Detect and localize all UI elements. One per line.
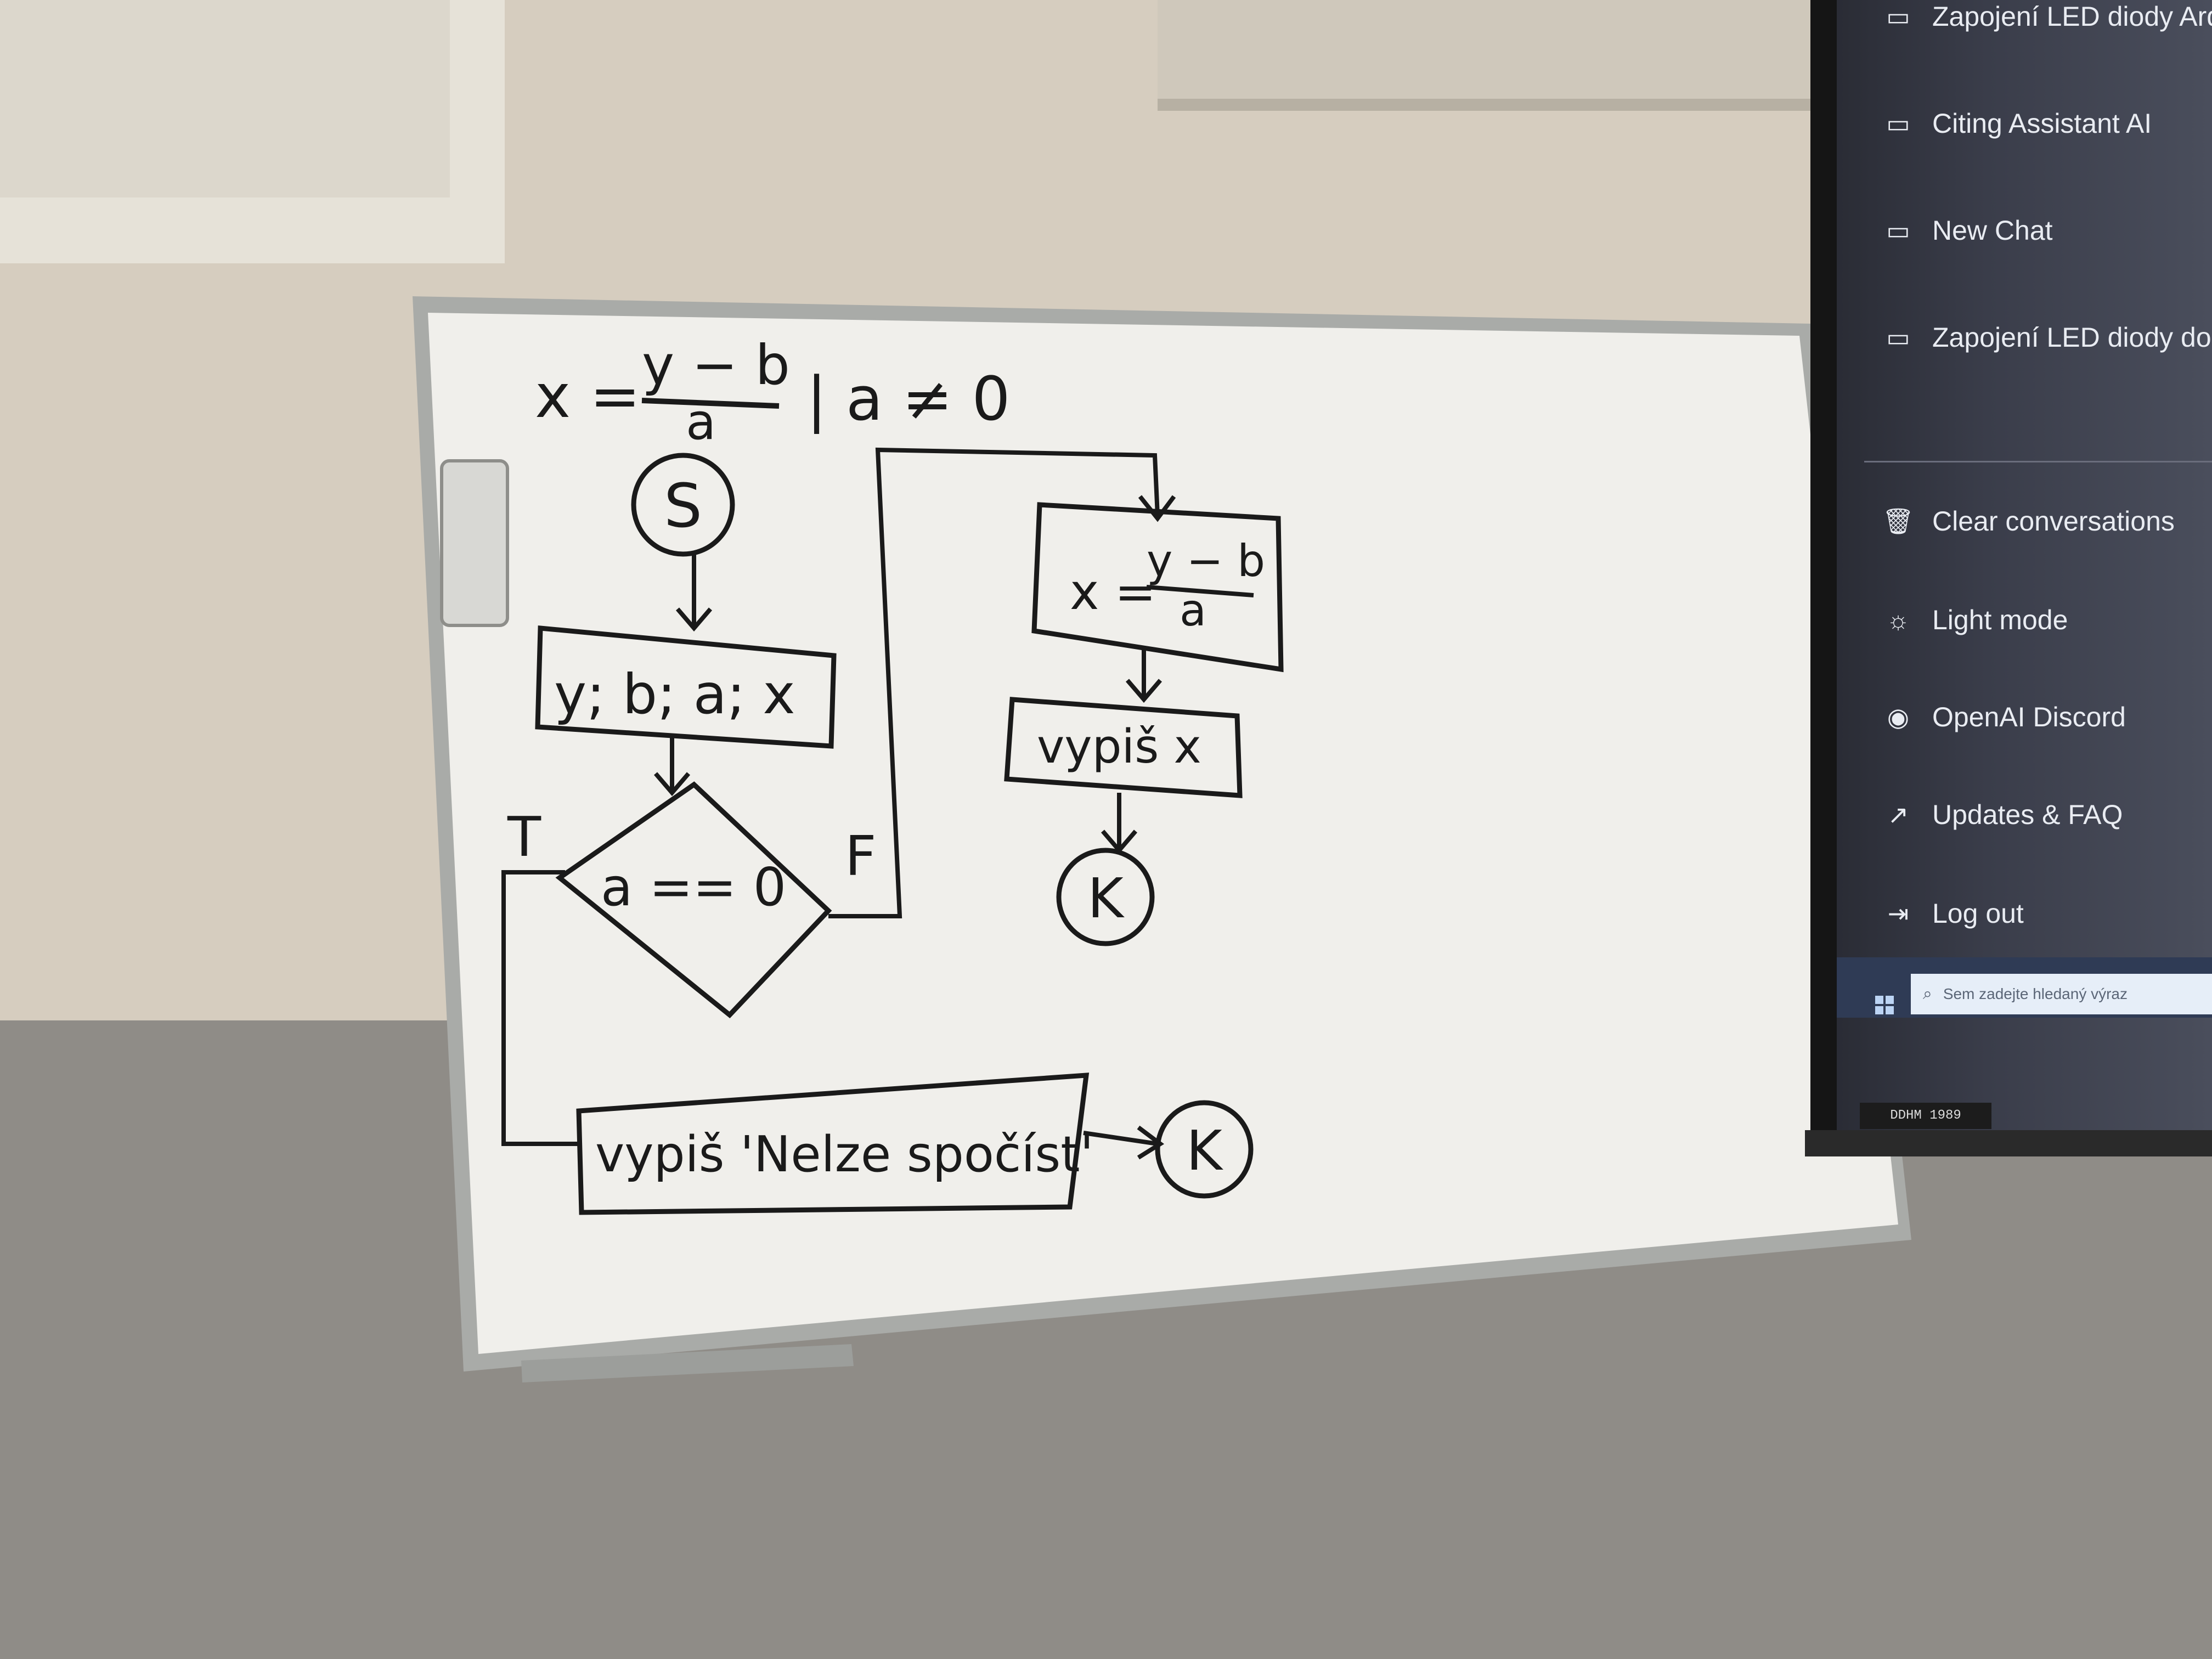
- compute-numerator: y − b: [1147, 535, 1265, 586]
- eraser: [440, 459, 509, 627]
- sidebar-item-label: Citing Assistant AI: [1932, 108, 2152, 139]
- end-node-bottom: [1155, 1100, 1254, 1199]
- trash-icon: 🗑: [1882, 507, 1915, 535]
- taskbar-search-placeholder: Sem zadejte hledaný výraz: [1943, 985, 2128, 1002]
- sidebar-item-label: Light mode: [1932, 605, 2068, 635]
- sidebar-item-chat-3[interactable]: ▭ New Chat: [1881, 206, 2053, 255]
- arrow-input-to-decision: [653, 735, 691, 797]
- openai-discord-link[interactable]: ◉ OpenAI Discord: [1881, 692, 2126, 742]
- sidebar-item-chat-1[interactable]: ▭ Zapojení LED diody Ard: [1881, 0, 2212, 41]
- sidebar-item-label: Log out: [1932, 898, 2024, 929]
- sidebar-divider: [1864, 461, 2212, 462]
- logout-icon: ⇥: [1887, 899, 1909, 928]
- cabinet-edge: [1158, 99, 1832, 111]
- projector-label: DDHM 1989: [1860, 1103, 1991, 1129]
- arrow-compute-to-output: [1125, 647, 1163, 703]
- sidebar-item-label: Zapojení LED diody do A: [1932, 322, 2212, 353]
- false-label: F: [845, 824, 877, 888]
- projected-screen: ▭ Zapojení LED diody Ard ▭ Citing Assist…: [1837, 0, 2212, 1130]
- cabinet-bottom: [1158, 0, 1832, 107]
- false-branch-line: [828, 447, 1176, 918]
- arrow-start-to-input: [675, 554, 713, 632]
- sidebar-item-chat-4[interactable]: ▭ Zapojení LED diody do A: [1881, 313, 2212, 362]
- chat-bubble-icon: ▭: [1886, 216, 1910, 245]
- chat-bubble-icon: ▭: [1886, 109, 1910, 138]
- formula-lhs: x =: [535, 361, 640, 431]
- decision-diamond: [555, 781, 832, 1019]
- output-error-box: [576, 1073, 1090, 1215]
- start-node: [631, 453, 735, 557]
- door-panel: [0, 0, 450, 198]
- updates-faq-link[interactable]: ↗ Updates & FAQ: [1881, 790, 2123, 839]
- clear-conversations-button[interactable]: 🗑 Clear conversations: [1881, 496, 2175, 546]
- output-x-label: vypiš x: [1037, 720, 1201, 774]
- external-link-icon: ↗: [1887, 800, 1909, 829]
- sidebar-item-label: Clear conversations: [1932, 506, 2175, 537]
- compute-fraction-bar: [1146, 585, 1254, 597]
- compute-lhs: x =: [1070, 563, 1156, 621]
- sidebar-item-label: Zapojení LED diody Ard: [1932, 1, 2212, 32]
- input-box: [535, 625, 837, 749]
- sidebar-item-label: Updates & FAQ: [1932, 799, 2123, 830]
- compute-box: [1031, 502, 1284, 673]
- marker-tray: [521, 1344, 854, 1383]
- output-error-label: vypiš 'Nelze spočíst': [595, 1126, 1093, 1183]
- sidebar-item-label: New Chat: [1932, 215, 2053, 246]
- formula-condition: | a ≠ 0: [806, 364, 1011, 435]
- discord-icon: ◉: [1887, 703, 1910, 731]
- chat-bubble-icon: ▭: [1886, 2, 1910, 31]
- true-branch-line: [501, 870, 582, 1146]
- end-node-right: [1056, 848, 1155, 946]
- input-box-label: y; b; a; x: [554, 662, 795, 726]
- log-out-button[interactable]: ⇥ Log out: [1881, 889, 2024, 938]
- sidebar-item-label: OpenAI Discord: [1932, 702, 2126, 732]
- end-node-right-label: K: [1087, 866, 1125, 930]
- start-node-label: S: [664, 471, 702, 541]
- compute-denominator: a: [1180, 585, 1206, 636]
- true-label: T: [507, 805, 541, 869]
- sidebar-item-chat-2[interactable]: ▭ Citing Assistant AI: [1881, 99, 2152, 148]
- formula-denominator: a: [686, 393, 716, 451]
- output-x-box: [1004, 697, 1243, 798]
- taskbar-search-input[interactable]: ⌕ Sem zadejte hledaný výraz: [1911, 974, 2212, 1014]
- decision-label: a == 0: [601, 857, 786, 918]
- screen-bottom-bar: [1805, 1130, 2212, 1156]
- light-mode-button[interactable]: ☼ Light mode: [1881, 595, 2068, 645]
- formula-numerator: y − b: [642, 333, 790, 397]
- formula-fraction-bar: [641, 398, 780, 409]
- end-node-bottom-label: K: [1186, 1119, 1223, 1183]
- sun-icon: ☼: [1886, 606, 1910, 634]
- chat-bubble-icon: ▭: [1886, 323, 1910, 352]
- search-icon: ⌕: [1923, 985, 1932, 1003]
- windows-start-icon[interactable]: [1875, 996, 1894, 1014]
